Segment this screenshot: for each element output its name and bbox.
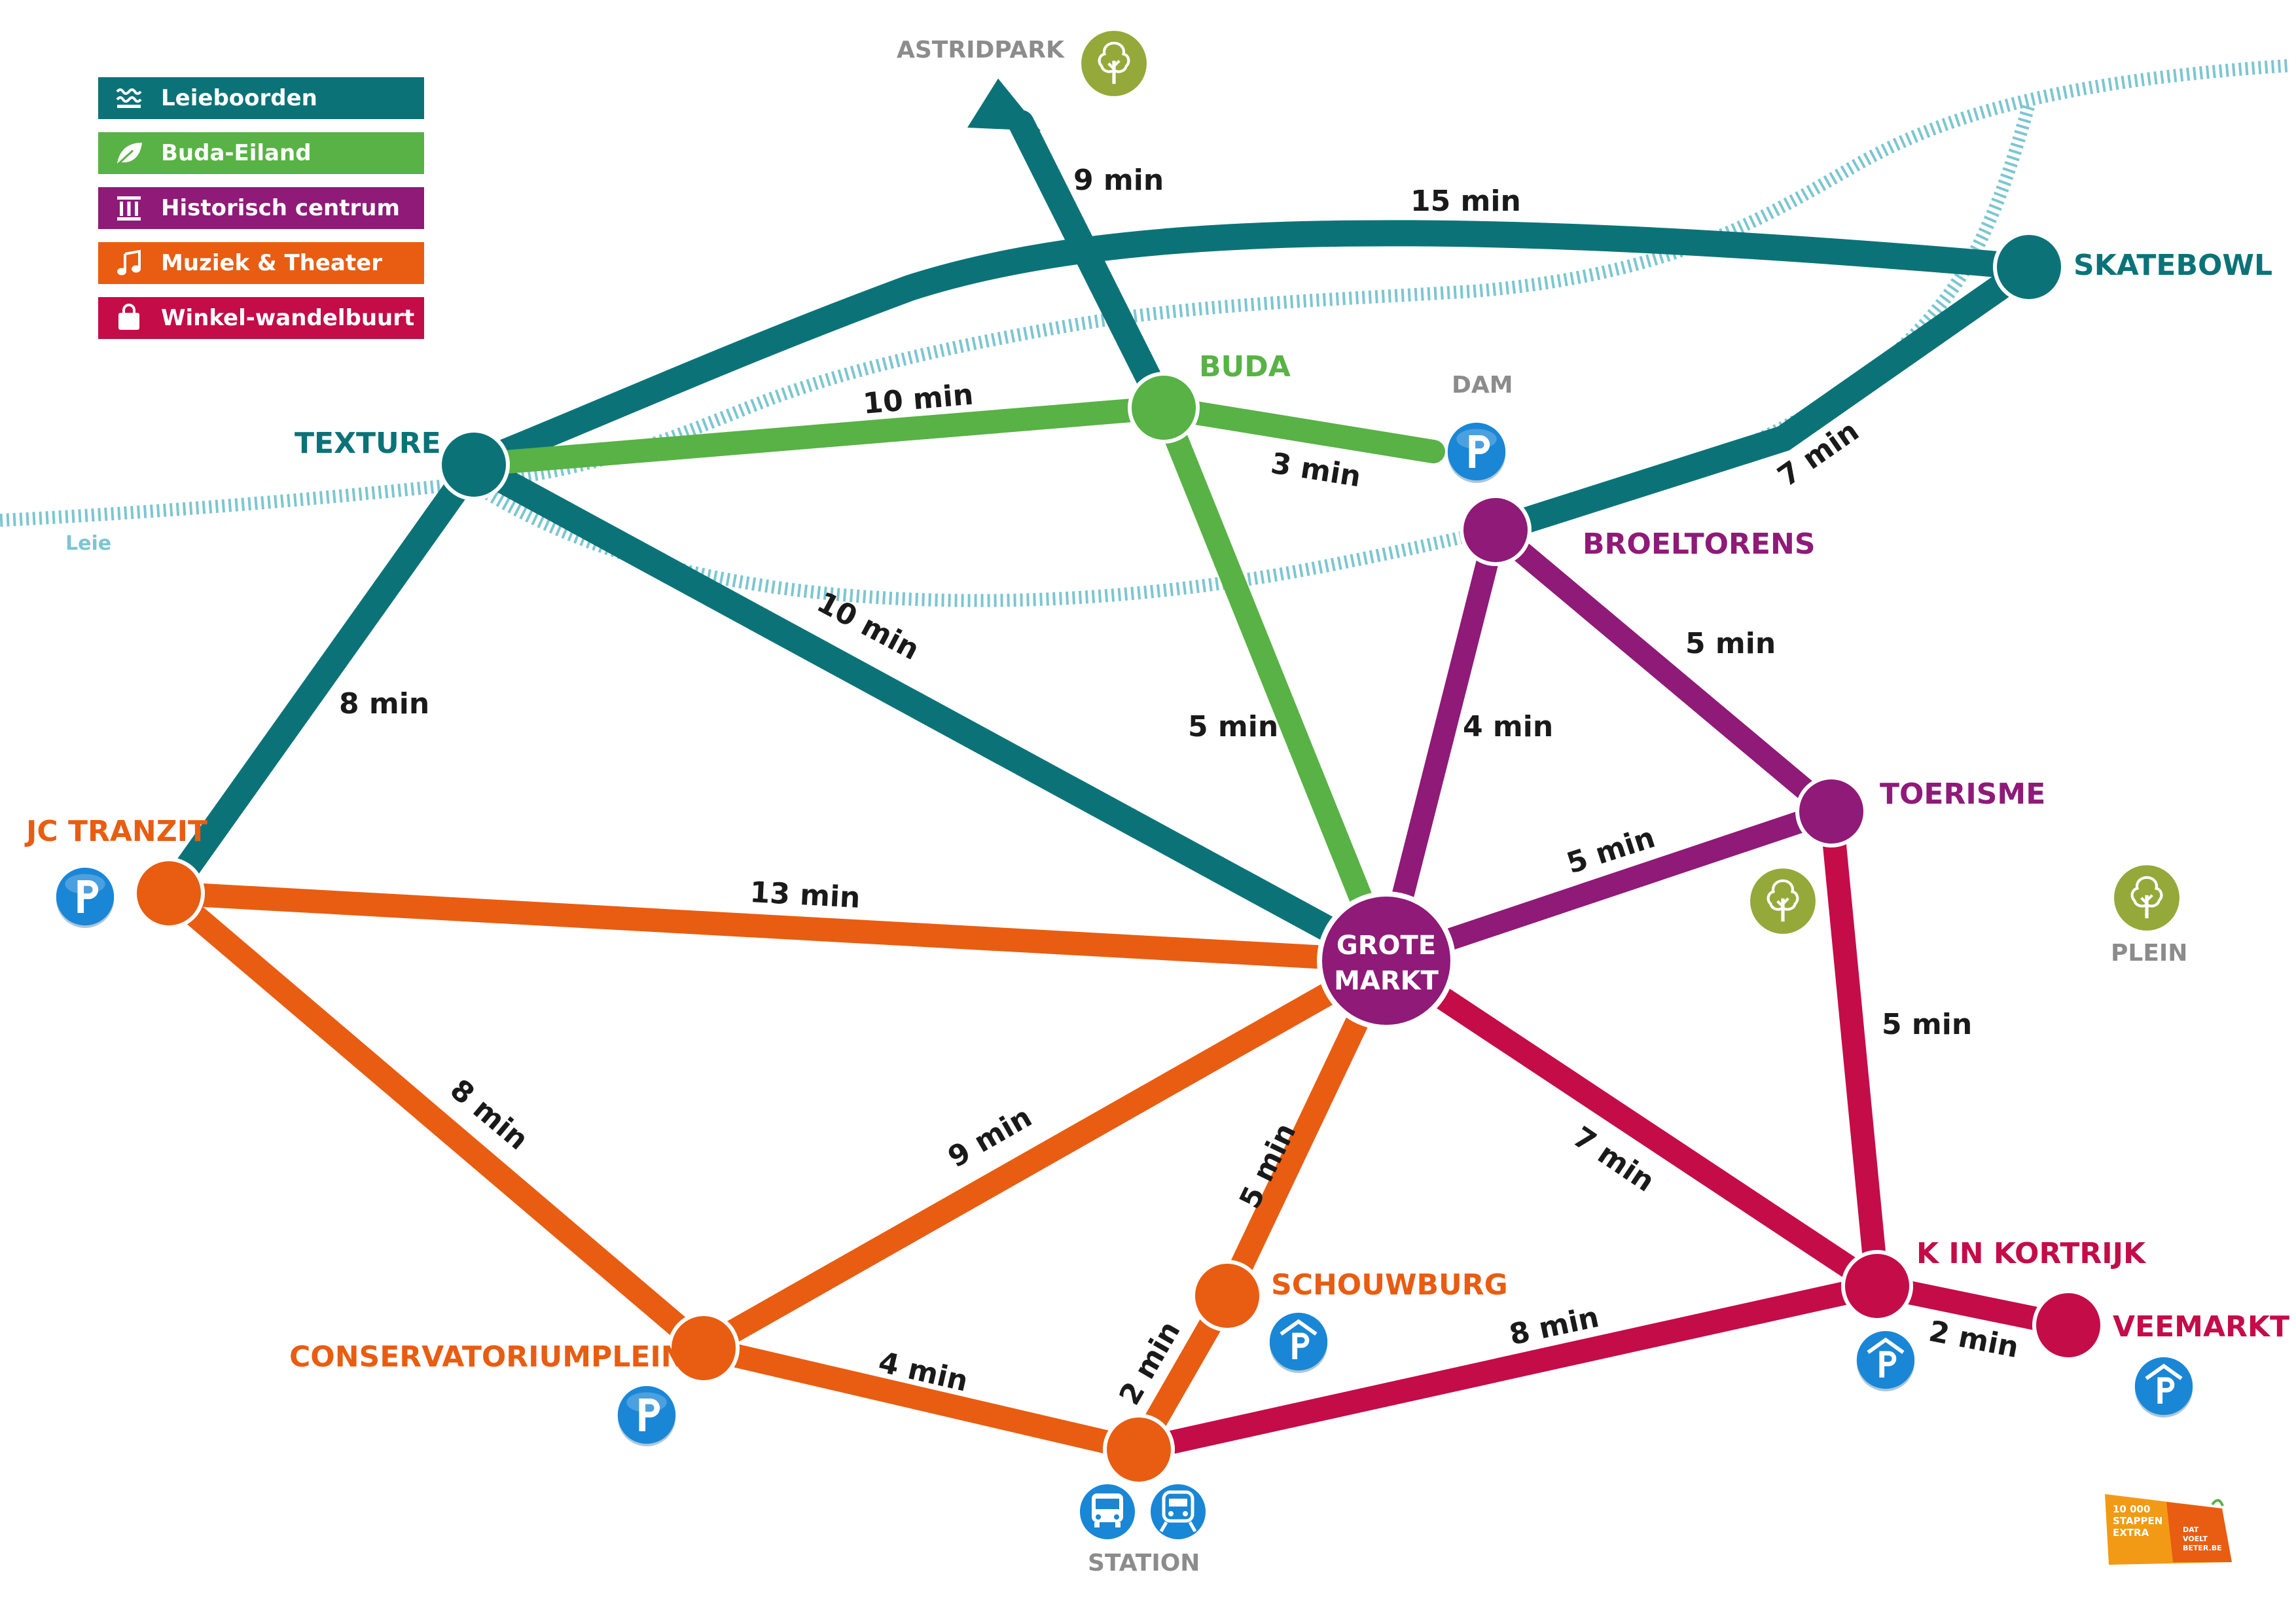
station-label: STATION xyxy=(1088,1550,1200,1577)
legend-label: Muziek & Theater xyxy=(161,250,382,276)
tree-icon-plein xyxy=(2114,865,2179,931)
parking-garage-icon-k-in-kortrijk[interactable] xyxy=(1857,1331,1914,1391)
broeltorens-label: BROELTORENS xyxy=(1583,527,1816,561)
buda-label: BUDA xyxy=(1199,350,1291,383)
duration-toerisme-k-in-kortrijk: 5 min xyxy=(1882,1008,1972,1041)
route-buda-astridpark xyxy=(1008,110,1177,421)
duration-broeltorens-toerisme: 5 min xyxy=(1685,627,1776,660)
node-conservatoriumplein[interactable] xyxy=(668,1312,740,1384)
k-in-kortrijk-label: K IN KORTRIJK xyxy=(1916,1237,2147,1270)
legend: Leieboorden Buda-Eiland Historisch centr… xyxy=(98,77,424,352)
node-jc-tranzit[interactable] xyxy=(133,857,205,929)
node-veemarkt[interactable] xyxy=(2032,1289,2104,1361)
route-texture-jc-tranzit xyxy=(156,452,487,906)
toerisme-label: TOERISME xyxy=(1880,777,2045,811)
legend-label: Historisch centrum xyxy=(161,195,400,221)
waves-icon xyxy=(113,82,145,115)
node-schouwburg[interactable] xyxy=(1191,1260,1263,1332)
legend-item-muziek-theater[interactable]: Muziek & Theater xyxy=(98,242,424,284)
duration-buda-dam: 3 min xyxy=(1268,446,1363,493)
music-note-icon xyxy=(113,247,145,279)
schouwburg-label: SCHOUWBURG xyxy=(1271,1268,1508,1302)
astridpark-label: ASTRIDPARK xyxy=(897,37,1065,63)
route-grote-markt-toerisme xyxy=(1375,800,1842,972)
veemarkt-label: VEEMARKT xyxy=(2113,1310,2289,1344)
badge-text-2: STAPPEN xyxy=(2113,1515,2162,1527)
route-broeltorens-grote-markt xyxy=(1375,519,1507,972)
skatebowl-label: SKATEBOWL xyxy=(2073,249,2272,282)
route-toerisme-k-in-kortrijk xyxy=(1820,800,1889,1298)
grote-markt-label-line1: GROTE xyxy=(1336,931,1436,961)
route-station-k-in-kortrijk xyxy=(1127,1274,1889,1461)
route-conservatoriumplein-grote-markt xyxy=(692,949,1398,1360)
legend-item-buda-eiland[interactable]: Buda-Eiland xyxy=(98,132,424,174)
node-toerisme[interactable] xyxy=(1795,776,1867,847)
tree-icon-toerisme xyxy=(1750,868,1816,934)
node-texture[interactable] xyxy=(438,429,510,501)
badge-text-1: 10 000 xyxy=(2113,1503,2150,1515)
route-conservatoriumplein-station xyxy=(692,1336,1151,1461)
route-lines xyxy=(156,110,2080,1461)
leaf-icon xyxy=(113,137,145,169)
route-buda-grote-markt xyxy=(1152,396,1398,972)
legend-label: Leieboorden xyxy=(161,85,317,111)
route-jc-tranzit-conservatoriumplein xyxy=(157,882,715,1360)
route-grote-markt-k-in-kortrijk xyxy=(1374,949,1889,1298)
duration-broeltorens-grote-markt: 4 min xyxy=(1463,710,1553,743)
duration-jc-tranzit-grote-markt: 13 min xyxy=(749,876,861,915)
arrow-up-icon xyxy=(967,79,1041,131)
legend-item-leieboorden[interactable]: Leieboorden xyxy=(98,77,424,119)
shopping-bag-icon xyxy=(113,302,145,334)
node-grote-markt[interactable] xyxy=(1317,891,1456,1030)
node-station[interactable] xyxy=(1103,1414,1175,1486)
texture-label: TEXTURE xyxy=(295,427,441,460)
duration-buda-grote-markt: 5 min xyxy=(1188,710,1278,743)
legend-label: Winkel-wandelbuurt xyxy=(161,305,415,331)
badge-text-4: DAT xyxy=(2183,1525,2199,1534)
duration-texture-jc-tranzit: 8 min xyxy=(339,687,429,721)
route-texture-grote-markt xyxy=(461,452,1399,974)
duration-buda-astridpark: 9 min xyxy=(1073,164,1164,197)
badge-text-3: EXTRA xyxy=(2113,1527,2149,1539)
route-texture-skatebowl xyxy=(461,220,2042,478)
train-icon xyxy=(1151,1484,1206,1539)
tree-icon-astridpark xyxy=(1081,31,1147,96)
legend-label: Buda-Eiland xyxy=(161,140,312,166)
route-buda-dam xyxy=(1152,396,1445,463)
jc-tranzit-label: JC TRANZIT xyxy=(24,815,207,848)
route-jc-tranzit-grote-markt xyxy=(157,882,1398,972)
node-broeltorens[interactable] xyxy=(1460,494,1532,566)
bus-icon xyxy=(1080,1484,1135,1539)
columns-icon xyxy=(113,192,145,224)
node-skatebowl[interactable] xyxy=(1993,231,2065,303)
node-k-in-kortrijk[interactable] xyxy=(1841,1250,1913,1322)
parking-icon-jc-tranzit[interactable] xyxy=(56,867,115,928)
route-texture-buda xyxy=(462,396,1175,476)
grote-markt-label-line2: MARKT xyxy=(1334,966,1439,996)
parking-garage-icon-schouwburg[interactable] xyxy=(1270,1313,1327,1373)
badge-text-6: BETER.BE xyxy=(2183,1544,2222,1552)
parking-icon-conservatoriumplein[interactable] xyxy=(617,1385,676,1446)
dam-label: DAM xyxy=(1452,372,1513,399)
plein-label: PLEIN xyxy=(2111,940,2187,967)
steps-campaign-logo: 10 000 STAPPEN EXTRA DAT VOELT BETER.BE xyxy=(2101,1489,2238,1567)
station-nodes xyxy=(133,231,2104,1486)
route-broeltorens-skatebowl xyxy=(1482,254,2042,543)
parking-garage-icon-veemarkt[interactable] xyxy=(2135,1357,2193,1418)
conservatoriumplein-label: CONSERVATORIUMPLEIN xyxy=(289,1340,685,1374)
legend-item-winkel-wandelbuurt[interactable]: Winkel-wandelbuurt xyxy=(98,297,424,339)
node-buda[interactable] xyxy=(1128,372,1200,444)
badge-text-5: VOELT xyxy=(2183,1535,2208,1543)
route-broeltorens-toerisme xyxy=(1484,519,1842,823)
river-label: Leie xyxy=(65,532,111,555)
legend-item-historisch-centrum[interactable]: Historisch centrum xyxy=(98,187,424,229)
parking-icon-dam[interactable] xyxy=(1447,422,1506,483)
duration-texture-skatebowl: 15 min xyxy=(1410,185,1521,218)
